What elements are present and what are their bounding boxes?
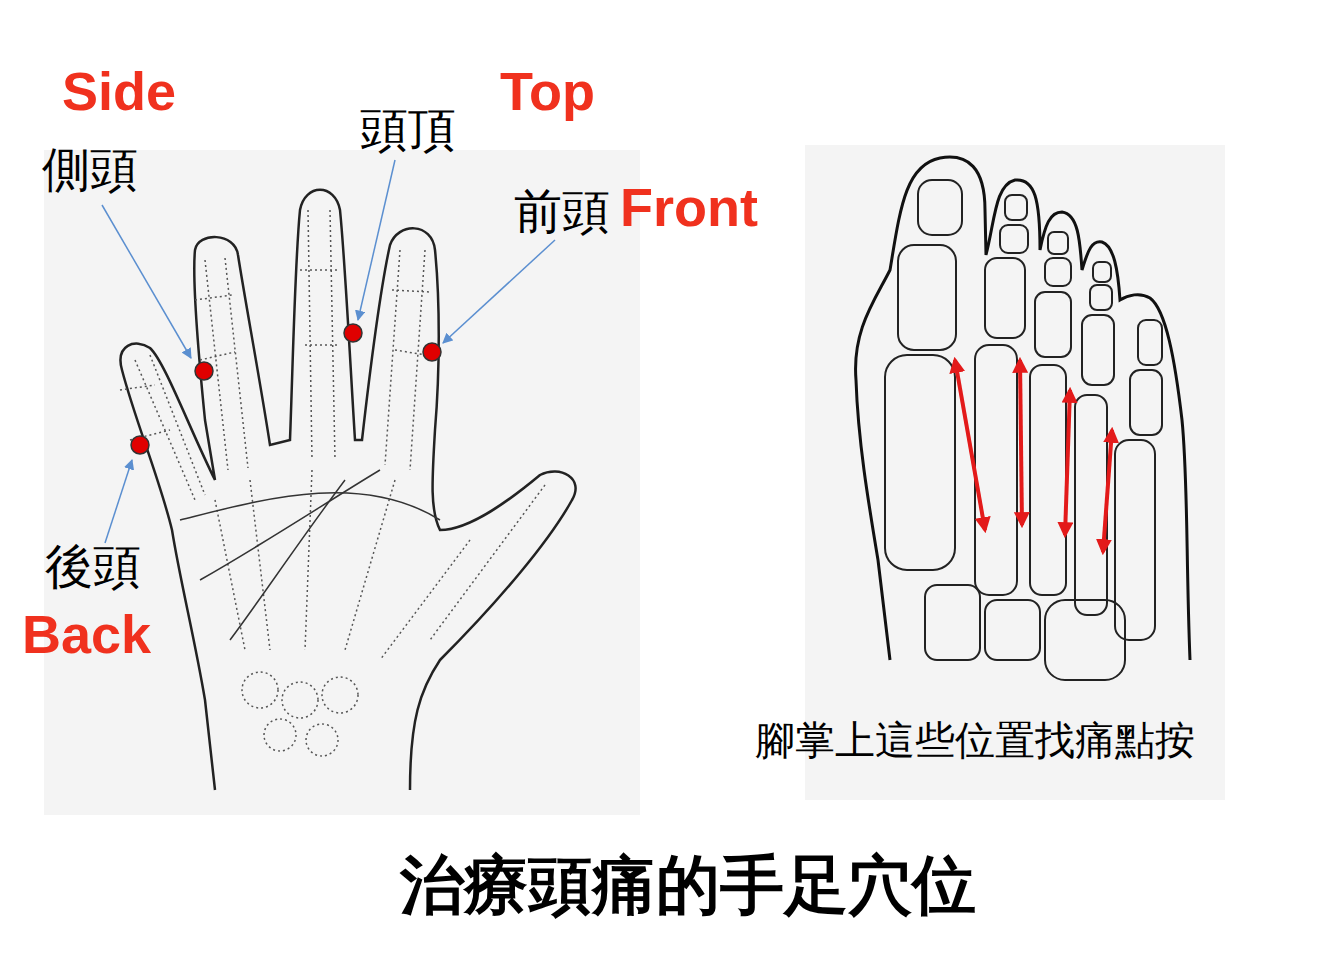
crease: [180, 493, 440, 520]
bone: [1130, 370, 1162, 435]
bone: [215, 470, 545, 660]
acupoint-dot: [423, 343, 441, 361]
bone: [1035, 292, 1071, 357]
bone: [918, 180, 962, 235]
palm-creases: [180, 470, 440, 640]
press-arrows: [955, 360, 1112, 552]
foot-outline: [856, 157, 1190, 660]
bone: [385, 250, 425, 470]
point-label: 前頭: [514, 185, 610, 238]
bone: [1005, 195, 1027, 220]
leader-line: [102, 205, 191, 358]
acupoint-dot: [344, 324, 362, 342]
hand-bones: [120, 210, 545, 756]
bone: [885, 355, 955, 570]
press-arrow: [1065, 390, 1070, 535]
bone: [306, 724, 338, 756]
press-arrow: [1020, 360, 1022, 525]
press-arrow: [1103, 430, 1112, 552]
bone: [308, 210, 335, 460]
bone: [985, 600, 1040, 660]
region-label: Side: [62, 62, 176, 121]
foot-bones: [885, 180, 1162, 680]
crease: [230, 480, 345, 640]
bone: [1045, 258, 1071, 286]
region-label: Front: [620, 178, 758, 237]
leader-line: [105, 460, 132, 543]
bone: [1048, 232, 1068, 254]
acupoint-dot: [131, 436, 149, 454]
diagram-title: 治療頭痛的手足穴位: [400, 850, 976, 920]
foot-note: 腳掌上這些位置找痛點按: [755, 718, 1195, 762]
foot-panel: [805, 145, 1225, 800]
bone: [1138, 320, 1162, 365]
leader-lines: [102, 160, 555, 543]
foot-drawing: [856, 157, 1190, 680]
point-label: 頭頂: [360, 103, 456, 156]
bone: [1082, 315, 1114, 385]
leader-line: [443, 240, 555, 343]
bone: [322, 677, 358, 713]
bone: [1045, 600, 1125, 680]
press-arrow: [955, 360, 985, 530]
bone: [925, 585, 980, 660]
bone: [135, 355, 205, 500]
bone: [1000, 225, 1028, 253]
bone: [264, 719, 296, 751]
bone: [1090, 285, 1112, 310]
hand-outline: [121, 190, 576, 790]
region-label: Top: [500, 62, 595, 121]
region-label: Back: [22, 605, 151, 664]
bone: [975, 345, 1017, 595]
acupoints: [131, 324, 441, 454]
bone: [205, 258, 248, 470]
bone: [1075, 395, 1107, 615]
bone: [242, 672, 278, 708]
crease: [200, 470, 380, 580]
bone: [985, 258, 1025, 338]
bone: [1030, 365, 1066, 595]
point-label: 後頭: [45, 540, 141, 593]
joint: [120, 270, 432, 440]
bone: [1115, 440, 1155, 640]
point-label: 側頭: [42, 143, 138, 196]
bone: [898, 245, 956, 350]
bone: [1093, 262, 1111, 282]
acupoint-dot: [195, 362, 213, 380]
bone: [282, 682, 318, 718]
hand-panel: [44, 150, 640, 815]
leader-line: [358, 160, 395, 320]
hand-drawing: [120, 190, 576, 790]
